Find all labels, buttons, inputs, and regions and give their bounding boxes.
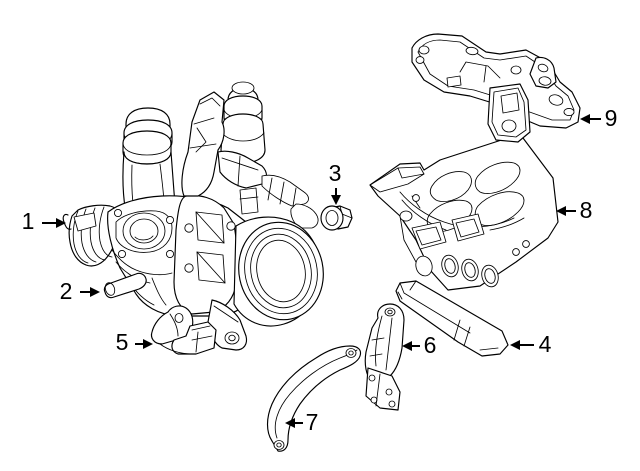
callout-layer: 1 2 3 4 — [22, 105, 618, 435]
callout-9-number: 9 — [605, 105, 618, 131]
callout-2[interactable]: 2 — [60, 278, 100, 304]
callout-2-number: 2 — [60, 278, 73, 304]
callout-5[interactable]: 5 — [116, 329, 153, 355]
callout-7-number: 7 — [306, 409, 319, 435]
callout-5-number: 5 — [116, 329, 129, 355]
callout-7[interactable]: 7 — [285, 409, 318, 435]
callout-9[interactable]: 9 — [580, 105, 617, 131]
turbine-outlet-flange — [233, 216, 324, 327]
actuator-mount-casting — [181, 91, 268, 197]
part-heat-shield-large[interactable] — [369, 133, 559, 291]
part-mounting-bracket-long[interactable] — [411, 33, 581, 143]
part-dowel-pin[interactable] — [103, 272, 147, 299]
part-support-bracket-small[interactable] — [150, 305, 217, 355]
callout-6-number: 6 — [424, 332, 437, 358]
callout-6[interactable]: 6 — [402, 332, 436, 358]
callout-3[interactable]: 3 — [329, 160, 342, 205]
part-turbocharger-assembly[interactable] — [62, 81, 332, 351]
callout-8-number: 8 — [580, 197, 593, 223]
part-heat-shield-strip[interactable] — [395, 280, 509, 357]
part-curved-bracket[interactable] — [364, 303, 405, 411]
callout-1-number: 1 — [22, 208, 35, 234]
oil-feed-lines — [239, 174, 319, 229]
callout-3-number: 3 — [329, 160, 342, 186]
part-hex-nut[interactable] — [320, 205, 353, 231]
wastegate-actuator — [220, 81, 266, 164]
callout-8[interactable]: 8 — [556, 197, 592, 223]
callout-4-number: 4 — [539, 331, 552, 357]
callout-1[interactable]: 1 — [22, 208, 66, 234]
callout-4[interactable]: 4 — [510, 331, 552, 357]
turbo-mounting-web — [173, 194, 248, 351]
part-support-strut[interactable] — [266, 345, 362, 452]
